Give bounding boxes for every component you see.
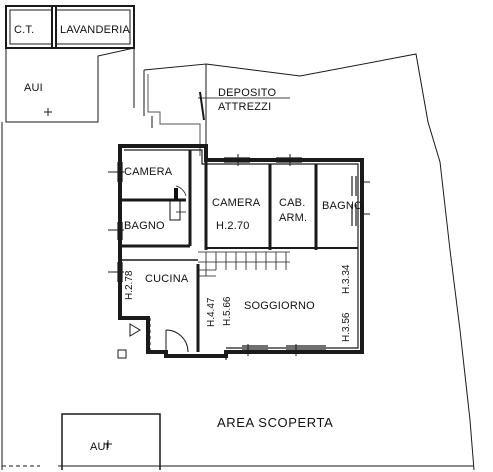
- label-deposito: DEPOSITO: [218, 87, 277, 99]
- label-area-scoperta: AREA SCOPERTA: [217, 415, 334, 430]
- label-bagno-left: BAGNO: [124, 220, 165, 232]
- label-h356: H.3.56: [341, 312, 352, 342]
- entry-door: [165, 329, 189, 356]
- label-cucina: CUCINA: [145, 273, 189, 285]
- label-aui-bottom: AUI: [90, 441, 109, 453]
- label-h334: H.3.34: [341, 264, 352, 294]
- label-camera-left: CAMERA: [124, 166, 173, 178]
- stairs: [198, 251, 290, 277]
- label-lavanderia: LAVANDERIA: [60, 24, 131, 36]
- property-boundary: [205, 53, 475, 471]
- label-aui-top: AUI: [24, 82, 43, 94]
- ct-room: [5, 5, 135, 49]
- label-camera-center: CAMERA: [212, 197, 261, 209]
- label-ct: C.T.: [14, 24, 35, 36]
- label-cab: CAB.: [279, 197, 306, 209]
- label-arm: ARM.: [279, 212, 308, 224]
- label-h278: H.2.78: [124, 270, 135, 300]
- label-h566: H.5.66: [222, 296, 233, 326]
- label-h270: H.2.70: [216, 220, 250, 232]
- label-soggiorno: SOGGIORNO: [244, 300, 315, 312]
- label-attrezzi: ATTREZZI: [218, 101, 272, 113]
- label-h447: H.4.47: [206, 297, 217, 327]
- aui-top-area: [5, 47, 135, 123]
- label-bagno-right: BAGNO: [322, 200, 363, 212]
- aui-bottom-area: [61, 413, 161, 470]
- deposito-outline: [143, 63, 207, 158]
